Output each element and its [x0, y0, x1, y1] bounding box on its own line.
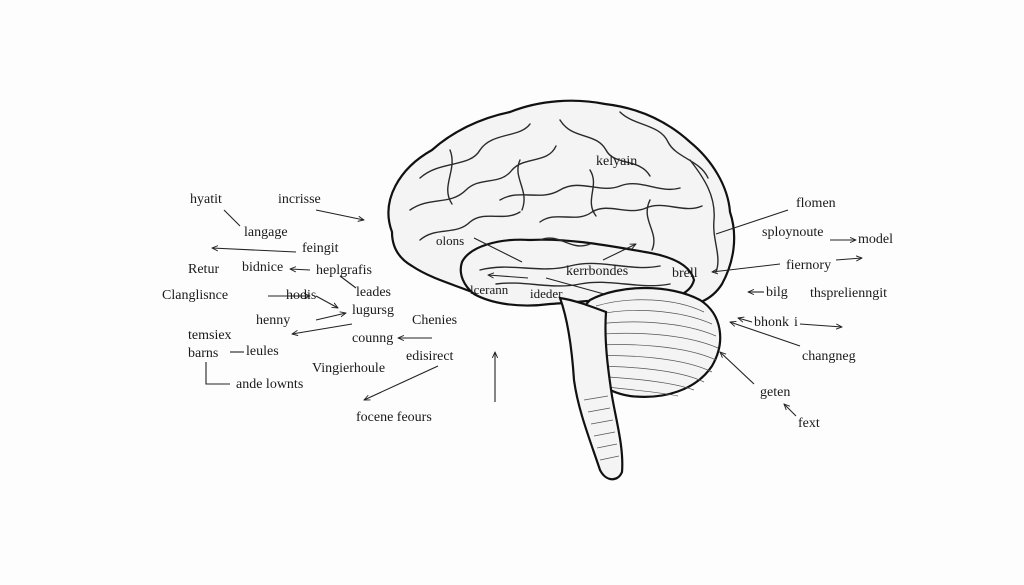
label-lugursg: lugursg — [352, 303, 394, 318]
label-bhonk-i: i — [794, 315, 798, 330]
label-leades: leades — [356, 285, 391, 300]
brain-stem-rings — [583, 395, 620, 461]
label-counng: counng — [352, 331, 393, 346]
label-leules: leules — [246, 344, 279, 359]
label-ande-lownts: ande lownts — [236, 377, 303, 392]
label-feingit: feingit — [302, 241, 339, 256]
label-barns: barns — [188, 346, 218, 361]
brain-stem — [558, 296, 624, 481]
label-ideder: ideder — [530, 286, 563, 301]
label-bilg: bilg — [766, 285, 788, 300]
label-hyatit: hyatit — [190, 192, 222, 207]
label-clanglisnce: Clanglisnce — [162, 288, 228, 303]
label-bhonk: bhonk — [754, 315, 789, 330]
label-fiernory: fiernory — [786, 258, 831, 273]
label-olons: olons — [436, 233, 464, 248]
label-changneg: changneg — [802, 349, 856, 364]
label-temsiex: temsiex — [188, 328, 232, 343]
label-thsprelienngit: thsprelienngit — [810, 286, 887, 301]
label-model: model — [858, 232, 893, 247]
label-langage: langage — [244, 225, 288, 240]
label-vingierhoule: Vingierhoule — [312, 361, 385, 376]
label-geten: geten — [760, 385, 790, 400]
label-hodis: hodis — [286, 288, 316, 303]
label-focene-feours: focene feours — [356, 410, 432, 425]
leader-lines — [205, 209, 862, 417]
label-retur: Retur — [188, 262, 219, 277]
label-flomen: flomen — [796, 196, 836, 211]
label-kerrbondes: kerrbondes — [566, 264, 628, 279]
label-bidnice: bidnice — [242, 260, 283, 275]
label-fext: fext — [798, 416, 820, 431]
cortex-gyri — [409, 111, 719, 287]
label-sploynoute: sploynoute — [762, 225, 823, 240]
label-henny: henny — [256, 313, 290, 328]
label-chenies: Chenies — [412, 313, 457, 328]
label-edisirect: edisirect — [406, 349, 454, 364]
label-lcerann: lcerann — [470, 282, 509, 297]
label-incrisse: incrisse — [278, 192, 321, 207]
label-heplgrafis: heplgrafis — [316, 263, 372, 278]
label-brell: brell — [672, 266, 698, 281]
annotation-labels: hyatit incrisse langage feingit Retur bi… — [162, 154, 893, 431]
label-kelyain: kelyain — [596, 154, 637, 169]
brain-illustration — [387, 99, 736, 481]
